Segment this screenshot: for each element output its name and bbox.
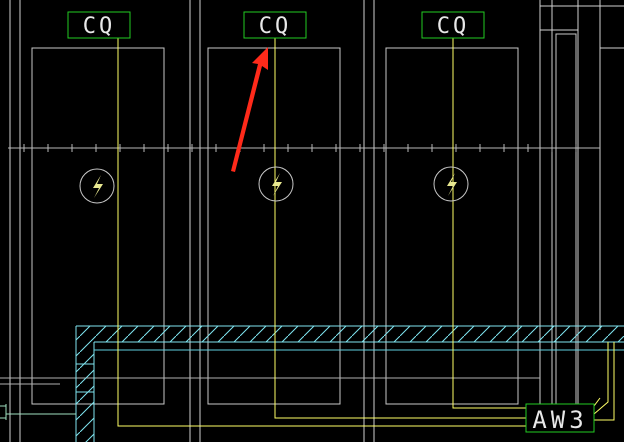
socket-middle[interactable] — [258, 166, 294, 202]
cq-label-right[interactable]: CQ — [421, 11, 485, 39]
cq-label-middle[interactable]: CQ — [243, 11, 307, 39]
hatched-wall — [75, 325, 624, 442]
wiring — [117, 38, 615, 427]
dimension-line — [8, 144, 600, 152]
lightning-glyph — [447, 173, 457, 196]
cq-label-text: CQ — [437, 14, 470, 39]
lightning-socket-icon — [258, 166, 294, 202]
red-arrow-icon — [231, 47, 268, 172]
left-feed — [0, 404, 76, 420]
cq-label-box — [67, 11, 131, 39]
cq-label-box — [243, 11, 307, 39]
wall-lines — [9, 0, 624, 442]
aw3-label-box — [525, 403, 595, 433]
aw3-panel-label[interactable]: AW3 — [525, 403, 595, 434]
cq-label-box — [421, 11, 485, 39]
cq-label-left[interactable]: CQ — [67, 11, 131, 39]
lightning-glyph — [272, 173, 282, 196]
lightning-glyph — [93, 175, 103, 198]
lightning-socket-icon — [433, 166, 469, 202]
cq-label-text: CQ — [259, 14, 292, 39]
socket-left[interactable] — [79, 168, 115, 204]
aw3-label-text: AW3 — [532, 406, 587, 434]
socket-right[interactable] — [433, 166, 469, 202]
cq-label-text: CQ — [83, 14, 116, 39]
lightning-socket-icon — [79, 168, 115, 204]
